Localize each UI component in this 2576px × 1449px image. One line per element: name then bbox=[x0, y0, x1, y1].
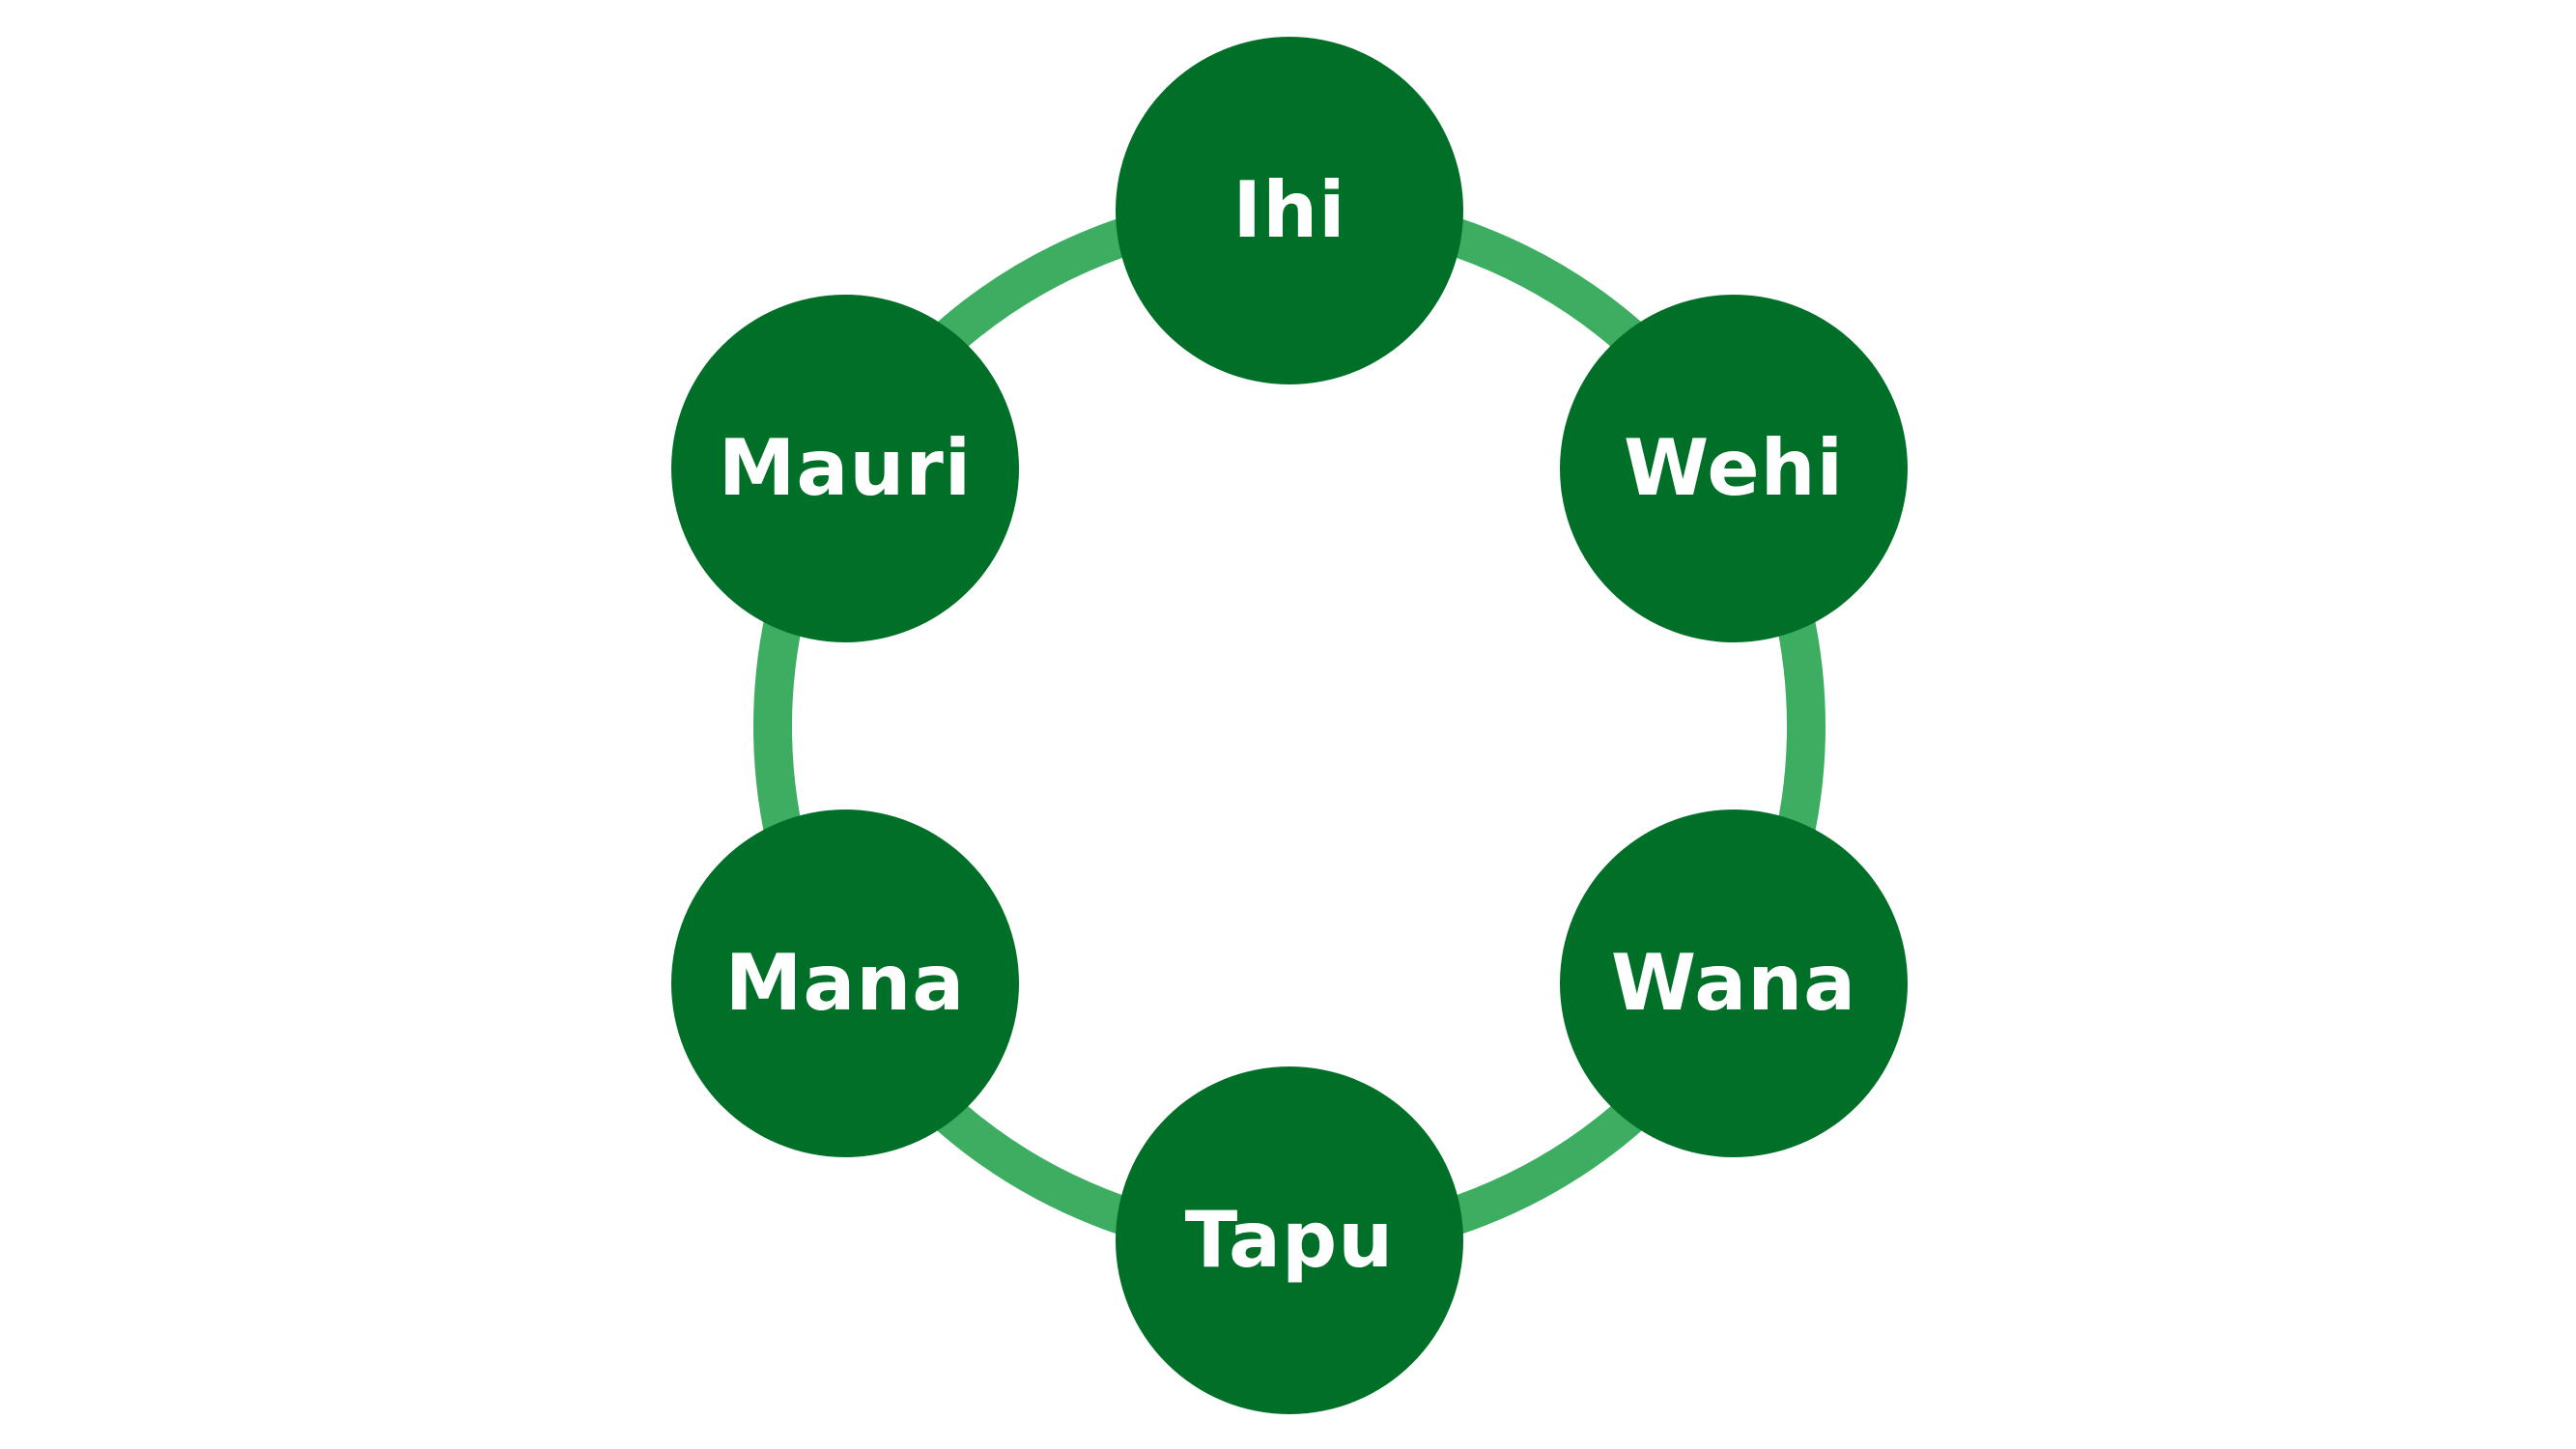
node-mauri: Mauri bbox=[671, 295, 1019, 642]
node-label-mauri: Mauri bbox=[718, 423, 973, 513]
node-label-tapu: Tapu bbox=[1184, 1195, 1395, 1285]
node-tapu: Tapu bbox=[1116, 1066, 1463, 1414]
node-mana: Mana bbox=[671, 810, 1019, 1157]
node-wana: Wana bbox=[1560, 810, 1908, 1157]
node-label-ihi: Ihi bbox=[1232, 165, 1346, 255]
node-label-wehi: Wehi bbox=[1623, 423, 1845, 513]
node-label-mana: Mana bbox=[724, 938, 966, 1028]
node-label-wana: Wana bbox=[1610, 938, 1857, 1028]
node-ihi: Ihi bbox=[1116, 37, 1463, 384]
node-wehi: Wehi bbox=[1560, 295, 1908, 642]
